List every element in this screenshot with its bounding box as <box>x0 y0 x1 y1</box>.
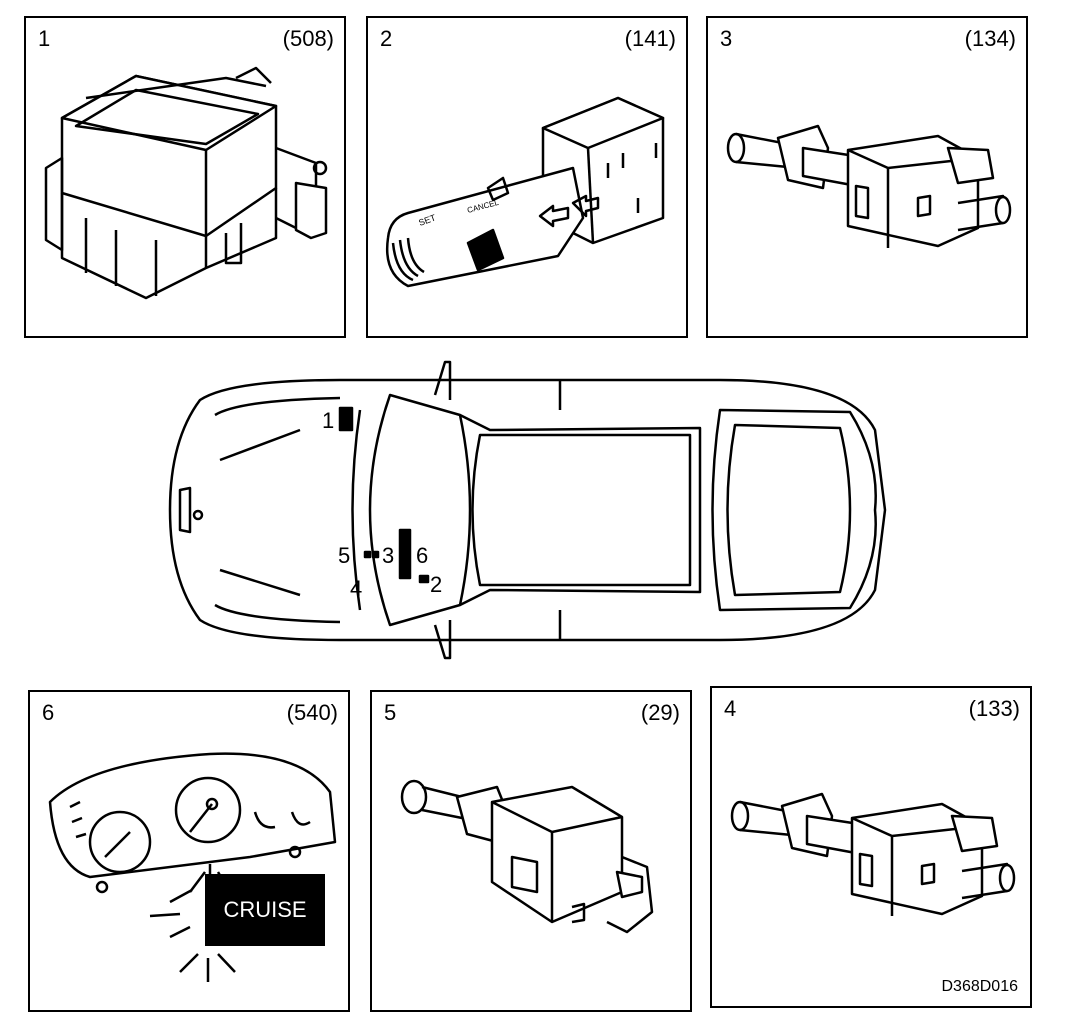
brake-light-switch-icon <box>400 779 654 934</box>
panel-reference: (134) <box>964 26 1016 51</box>
cruise-stalk-switch-icon: SET CANCEL <box>385 96 665 288</box>
panel-number: 4 <box>724 696 737 721</box>
panel-reference: (141) <box>624 26 676 51</box>
callout-3: 3 <box>382 543 395 568</box>
callout-1: 1 <box>322 408 335 433</box>
instrument-cluster-icon <box>48 752 337 982</box>
component-panel-3: 3 (134) <box>706 16 1028 338</box>
panel-number: 2 <box>380 26 393 51</box>
component-panel-1: 1 (508) <box>24 16 346 338</box>
callout-5: 5 <box>338 543 351 568</box>
cruise-lamp-text: CRUISE <box>223 897 307 922</box>
component-panel-4: 4 (133) D368D016 <box>710 686 1032 1008</box>
drawing-id: D368D016 <box>941 978 1019 995</box>
clutch-pedal-switch-icon <box>726 124 1012 248</box>
control-module-icon <box>44 66 328 300</box>
component-panel-5: 5 (29) <box>370 690 692 1012</box>
panel-reference: (29) <box>640 700 680 725</box>
component-panel-2: 2 (141) SET CANCEL <box>366 16 688 338</box>
panel-reference: (133) <box>968 696 1020 721</box>
panel-number: 6 <box>42 700 55 725</box>
callout-2: 2 <box>430 572 443 597</box>
vehicle-top-view: 1 5 3 6 4 2 <box>160 340 900 680</box>
car-icon <box>168 360 887 660</box>
panel-number: 1 <box>38 26 51 51</box>
panel-reference: (540) <box>286 700 338 725</box>
component-panel-6: 6 (540) CRUISE <box>28 690 350 1012</box>
brake-pedal-switch-icon <box>730 792 1016 916</box>
callout-4: 4 <box>350 576 363 601</box>
panel-reference: (508) <box>282 26 334 51</box>
panel-number: 5 <box>384 700 397 725</box>
panel-number: 3 <box>720 26 733 51</box>
callout-6: 6 <box>416 543 429 568</box>
cruise-indicator-lamp: CRUISE <box>205 874 325 946</box>
